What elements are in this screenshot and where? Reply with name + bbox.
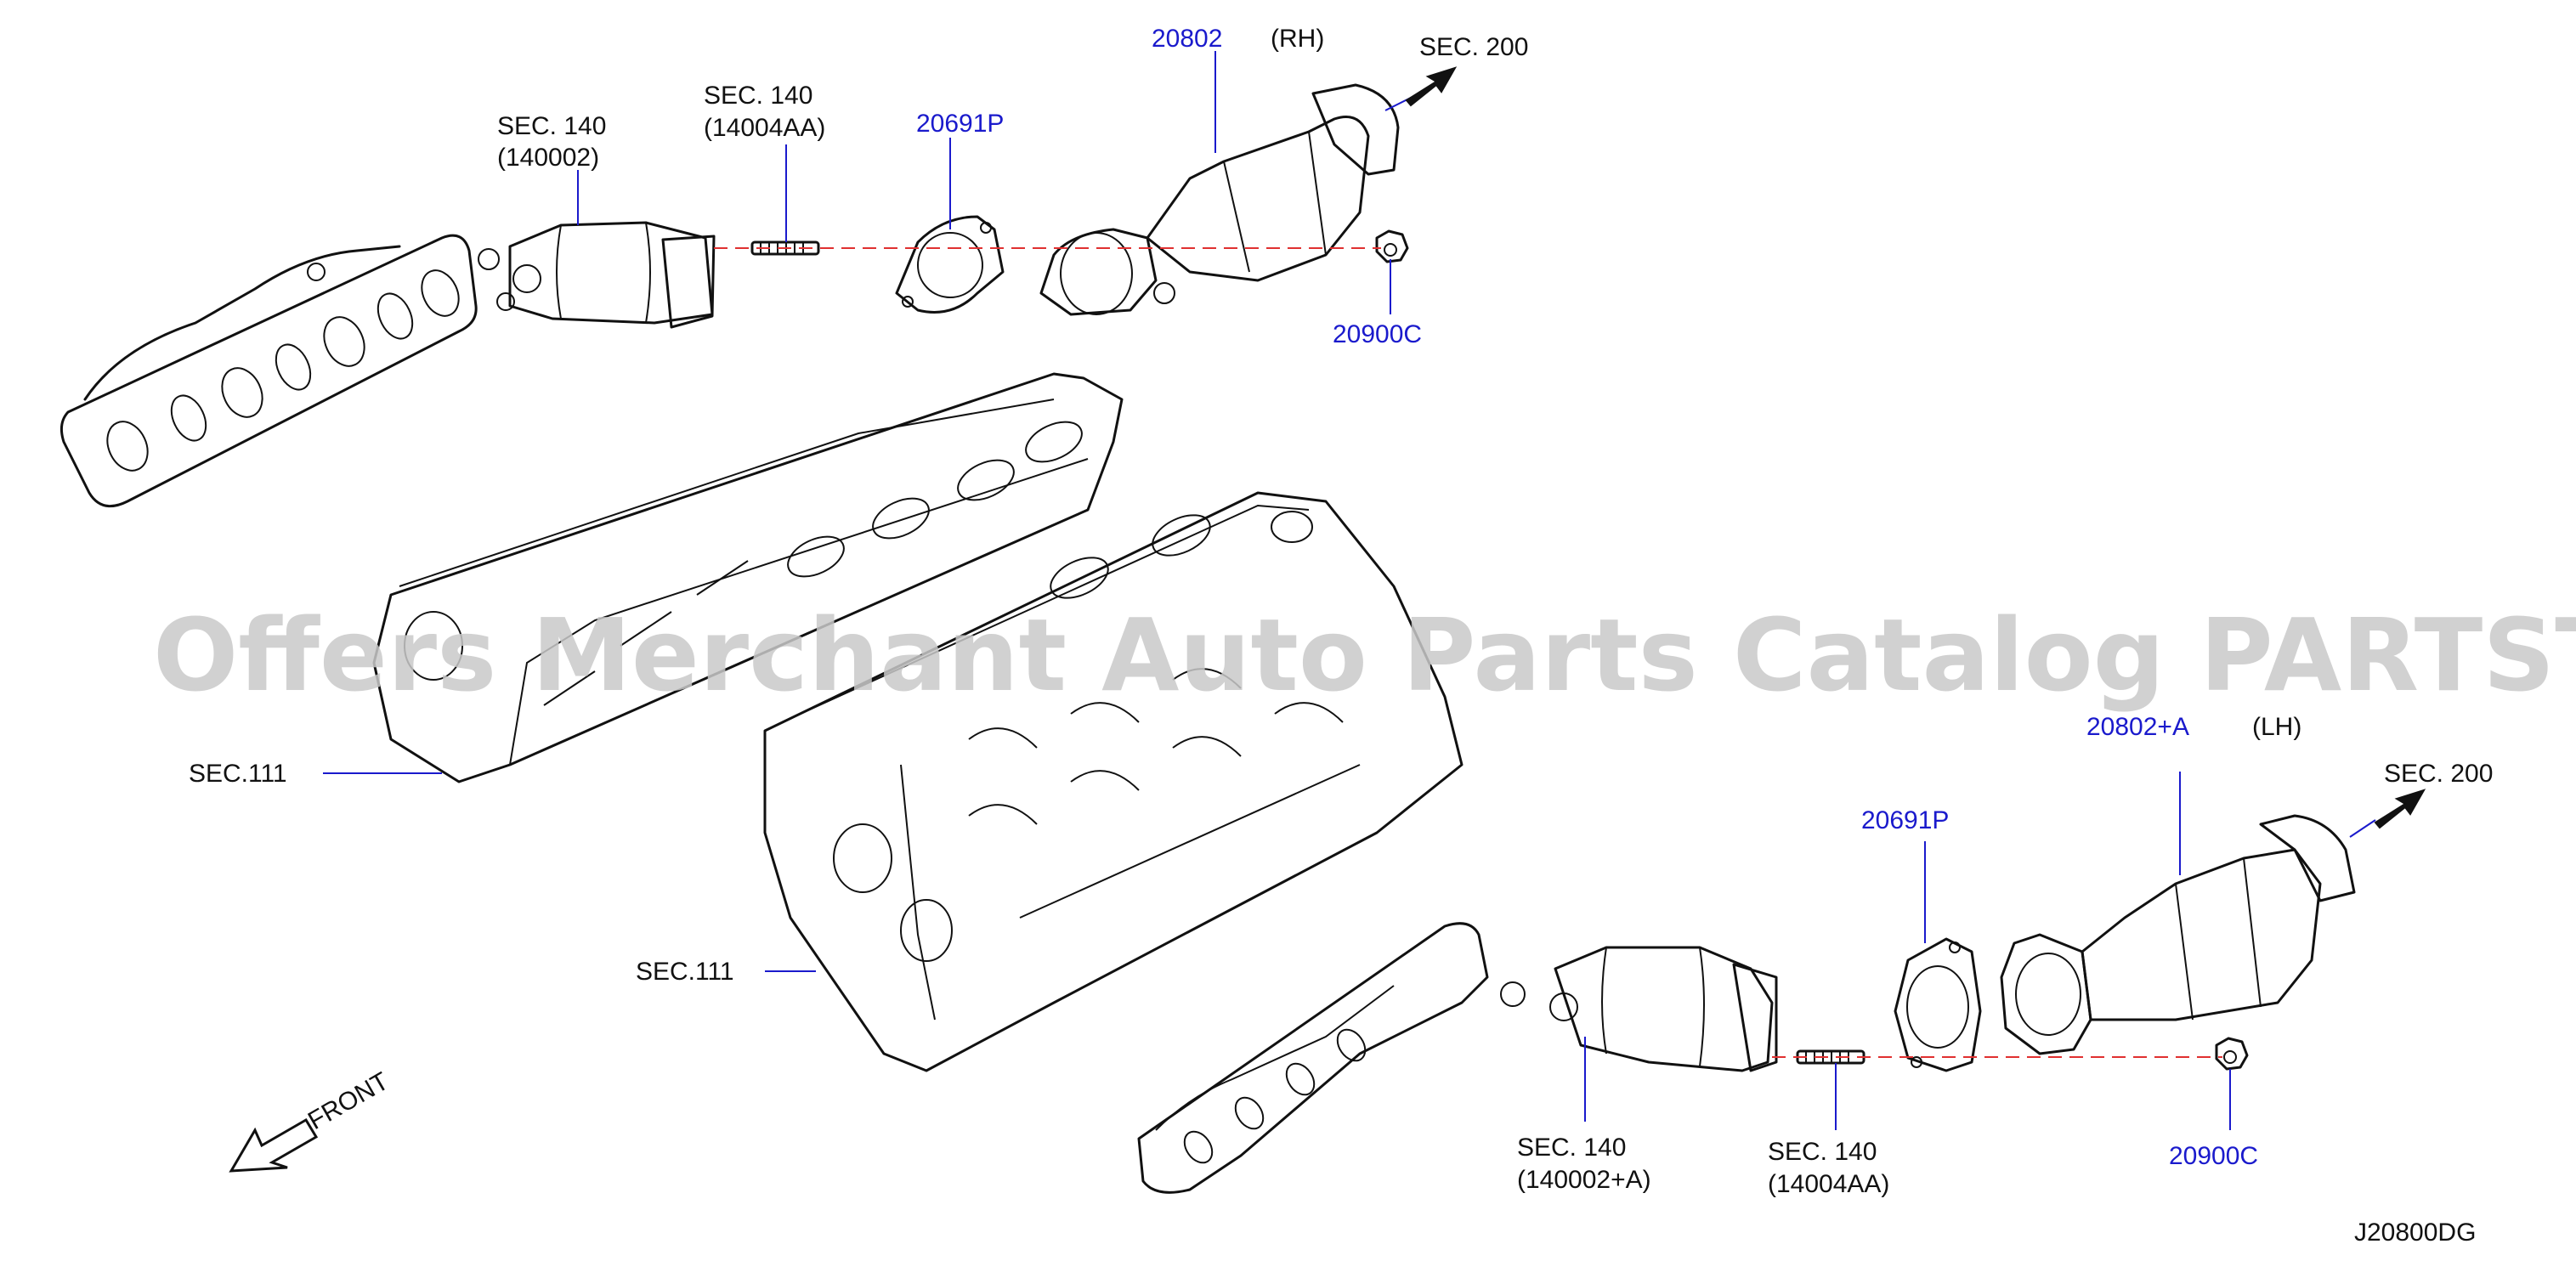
arrow-sec200-rh-icon [1405, 66, 1458, 107]
label-sec140-stud-lh-code: (14004AA) [1768, 1170, 1889, 1198]
label-sec111-lower: SEC.111 [636, 958, 734, 986]
part-number-gasket-lh[interactable]: 20691P [1861, 806, 1949, 834]
nut-lh[interactable] [2215, 1037, 2249, 1071]
label-sec140-rh: SEC. 140 [497, 112, 606, 140]
gasket-rh[interactable] [895, 215, 1005, 314]
watermark: Offers Merchant Auto Parts Catalog PARTS… [153, 597, 2576, 714]
cylinder-head-upper[interactable] [372, 372, 1124, 783]
label-front: FRONT [303, 1067, 393, 1135]
part-number-nut-rh[interactable]: 20900C [1333, 320, 1422, 348]
leader-lines [323, 51, 2376, 1130]
cylinder-head-lower[interactable] [763, 491, 1464, 1072]
label-sec200-rh: SEC. 200 [1419, 33, 1528, 61]
exhaust-manifold-rh[interactable] [59, 234, 500, 508]
label-sec140-lh: SEC. 140 [1517, 1134, 1626, 1162]
part-number-nut-lh[interactable]: 20900C [2169, 1142, 2258, 1170]
label-cat-lh-side: (LH) [2252, 713, 2301, 741]
gasket-lh[interactable] [1894, 937, 1982, 1072]
label-sec140-stud-lh: SEC. 140 [1768, 1138, 1877, 1166]
part-number-cat-lh[interactable]: 20802+A [2086, 713, 2189, 741]
label-sec200-lh: SEC. 200 [2384, 760, 2493, 788]
part-number-cat-rh[interactable]: 20802 [1152, 25, 1222, 53]
label-cat-rh-side: (RH) [1271, 25, 1324, 53]
nut-rh[interactable] [1375, 229, 1409, 263]
label-sec140-lh-code: (140002+A) [1517, 1166, 1651, 1194]
catalytic-converter-rear-lh[interactable] [2000, 814, 2356, 1055]
catalytic-converter-front-lh[interactable] [1554, 946, 1778, 1072]
part-number-gasket-rh[interactable]: 20691P [916, 110, 1004, 138]
label-sec140-rh-code: (140002) [497, 144, 599, 172]
label-sec140-stud-rh-code: (14004AA) [704, 114, 825, 142]
exhaust-manifold-lh[interactable] [1137, 922, 1578, 1194]
front-arrow-icon [229, 1117, 319, 1173]
diagram-code: J20800DG [2354, 1219, 2476, 1247]
label-sec111-upper: SEC.111 [189, 760, 287, 788]
stud-lh[interactable] [1796, 1049, 1865, 1065]
label-sec140-stud-rh: SEC. 140 [704, 82, 812, 110]
catalytic-converter-rear-rh[interactable] [1039, 83, 1400, 316]
catalytic-converter-front-rh[interactable] [496, 221, 716, 329]
arrow-sec200-lh-icon [2374, 789, 2426, 829]
